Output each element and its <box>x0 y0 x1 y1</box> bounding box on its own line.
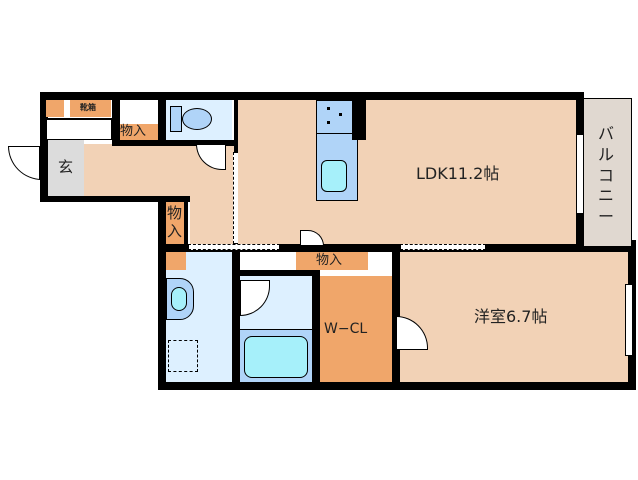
entrance-floor <box>48 140 84 196</box>
ldk-floor <box>238 100 576 244</box>
ldk-label: LDK11.2帖 <box>416 164 500 183</box>
wall <box>40 92 584 100</box>
balcony-window[interactable] <box>576 134 584 214</box>
walk-in-closet-label: W−CL <box>324 321 368 337</box>
bathtub-icon <box>240 329 312 382</box>
shoe-box-small <box>46 100 64 117</box>
western-room-label: 洋室6.7帖 <box>474 307 548 326</box>
entrance-label: 玄 <box>58 158 74 176</box>
wall <box>112 100 120 144</box>
toilet-bowl-icon <box>182 108 212 130</box>
wall <box>312 270 320 382</box>
toilet-tank-icon <box>170 106 182 132</box>
shoe-box-doors <box>46 118 112 140</box>
washroom-storage <box>166 252 186 270</box>
storage-top <box>120 124 158 140</box>
wall <box>40 92 48 202</box>
wall <box>166 244 628 252</box>
wall <box>40 194 235 202</box>
western-room <box>400 252 628 382</box>
stove-icon <box>316 100 358 134</box>
storage-side <box>166 202 184 246</box>
wall <box>232 252 240 382</box>
shoe-box-label: 靴箱 <box>80 103 96 112</box>
wall <box>240 270 316 276</box>
storage-mid <box>296 252 368 270</box>
storage-mid-label: 物入 <box>316 253 343 268</box>
balcony <box>584 98 632 246</box>
wall <box>158 100 166 144</box>
wall <box>112 140 236 146</box>
wall <box>352 100 366 140</box>
storage-side-label: 物入 <box>167 204 183 240</box>
wall <box>158 382 636 390</box>
wall <box>234 100 238 152</box>
front-door[interactable] <box>8 146 42 180</box>
sink-icon <box>321 160 347 192</box>
walk-in-closet <box>320 276 392 382</box>
western-room-window[interactable] <box>625 284 633 356</box>
storage-top-label: 物入 <box>120 124 147 139</box>
washing-machine-space <box>168 340 198 372</box>
balcony-label: バルコニー <box>598 124 615 227</box>
shoe-box <box>70 100 111 117</box>
wall <box>158 194 166 390</box>
wall <box>184 202 188 246</box>
western-sliding-door[interactable] <box>400 244 486 250</box>
washbasin-icon <box>166 278 194 320</box>
bath-sliding-door[interactable] <box>188 244 280 250</box>
